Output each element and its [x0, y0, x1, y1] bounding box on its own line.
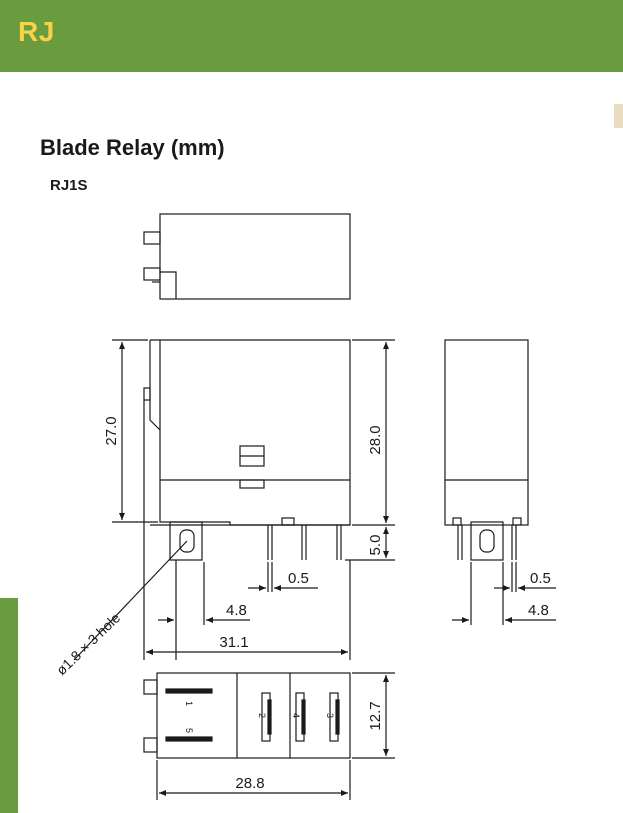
side-view: [444, 339, 529, 561]
dim-pin-width-side: 0.5: [530, 570, 551, 587]
right-margin-marker: [614, 104, 623, 128]
top-view: [143, 213, 351, 300]
hole-callout: ø1.8 × 3 hole: [53, 609, 123, 678]
dim-height-total: 28.0: [367, 425, 384, 454]
page-header: RJ: [0, 0, 623, 72]
terminal-label-4: 4: [291, 713, 301, 718]
terminal-label-5: 5: [184, 728, 194, 733]
terminal-label-1: 1: [184, 701, 194, 706]
dim-width-bottom: 28.8: [235, 775, 264, 792]
dim-pin-pitch-front: 4.8: [226, 602, 247, 619]
dim-width-total: 31.1: [219, 634, 248, 651]
bottom-view: [143, 672, 351, 759]
dim-pin-width-front: 0.5: [288, 570, 309, 587]
dim-height-body: 27.0: [103, 416, 120, 445]
terminal-label-3: 3: [325, 713, 335, 718]
front-view: [143, 339, 351, 561]
dim-depth-bottom: 12.7: [367, 701, 384, 730]
header-title: RJ: [18, 16, 55, 47]
terminal-label-2: 2: [257, 713, 267, 718]
section-title: Blade Relay (mm): [40, 135, 225, 160]
dim-pin-pitch-side: 4.8: [528, 602, 549, 619]
dim-pin-length: 5.0: [367, 535, 384, 556]
side-tab-marker: [0, 598, 18, 813]
model-label: RJ1S: [50, 177, 88, 194]
